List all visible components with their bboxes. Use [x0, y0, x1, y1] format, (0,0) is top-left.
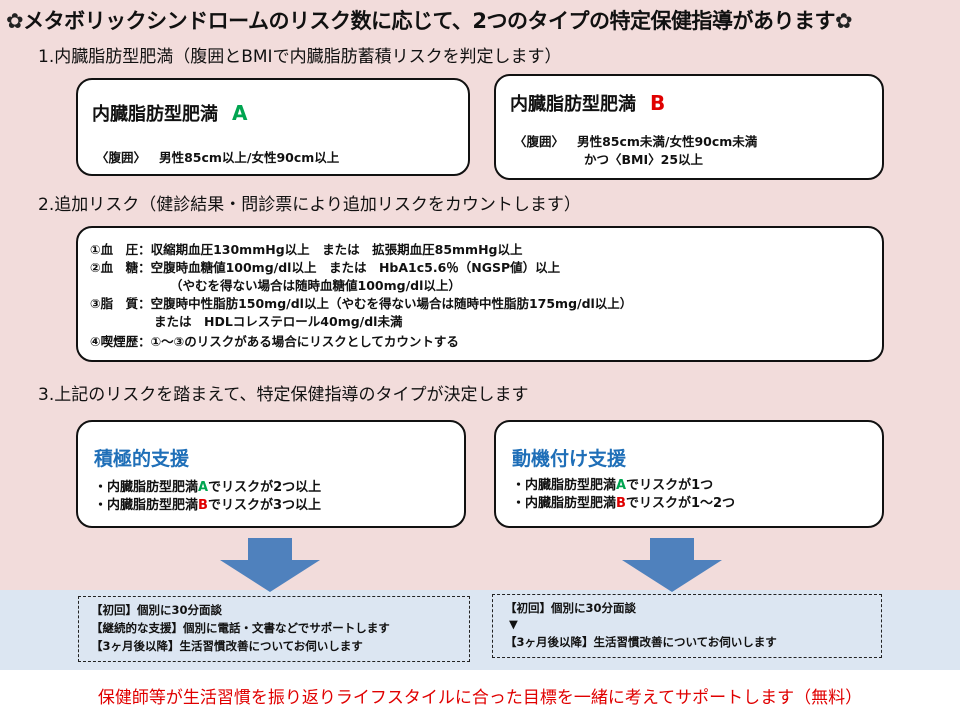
- motivation-support-box: 動機付け支援 ・内臓脂肪型肥満Aでリスクが1つ ・内臓脂肪型肥満Bでリスクが1～…: [494, 420, 884, 528]
- motivation-line-b-letter: B: [616, 496, 626, 511]
- box-a-title-text: 内臓脂肪型肥満: [92, 104, 218, 125]
- page-title: ✿メタボリックシンドロームのリスク数に応じて、2つのタイプの特定保健指導がありま…: [6, 4, 956, 38]
- risk-line-lipids-hdl: または HDLコレステロール40mg/dl未満: [154, 314, 403, 329]
- flower-icon: ✿: [835, 9, 853, 33]
- active-line-b-post: でリスクが3つ以上: [207, 498, 321, 513]
- section3-heading: 3.上記のリスクを踏まえて、特定保健指導のタイプが決定します: [38, 385, 529, 405]
- section2-heading: 2.追加リスク（健診結果・問診票により追加リスクをカウントします）: [38, 195, 581, 215]
- active-support-line-a: ・内臓脂肪型肥満Aでリスクが2つ以上: [94, 476, 321, 495]
- triangle-down-icon: ▼: [509, 617, 518, 631]
- box-b-letter: B: [650, 91, 666, 115]
- motivation-support-details: 【初回】個別に30分面談 ▼ 【3ヶ月後以降】生活習慣改善についてお伺いします: [492, 594, 882, 658]
- box-obesity-a: 内臓脂肪型肥満 A 〈腹囲〉 男性85cm以上/女性90cm以上: [76, 78, 470, 176]
- box-a-label: 〈腹囲〉: [96, 150, 147, 165]
- motivation-support-line-a: ・内臓脂肪型肥満Aでリスクが1つ: [512, 474, 713, 493]
- motivation-detail-followup: 【3ヶ月後以降】生活習慣改善についてお伺いします: [505, 635, 777, 649]
- motivation-line-b-pre: ・内臓脂肪型肥満: [512, 496, 617, 511]
- section1-heading: 1.内臓脂肪型肥満（腹囲とBMIで内臓脂肪蓄積リスクを判定します）: [38, 47, 562, 67]
- flower-icon: ✿: [6, 9, 24, 33]
- box-b-label: 〈腹囲〉: [514, 134, 565, 149]
- additional-risk-box: ①血 圧：収縮期血圧130mmHg以上 または 拡張期血圧85mmHg以上 ②血…: [76, 226, 884, 362]
- page-title-text: メタボリックシンドロームのリスク数に応じて、2つのタイプの特定保健指導があります: [23, 9, 836, 33]
- box-b-criteria-2: かつ〈BMI〉25以上: [584, 152, 704, 167]
- motivation-support-line-b: ・内臓脂肪型肥満Bでリスクが1～2つ: [512, 492, 735, 511]
- active-line-b-pre: ・内臓脂肪型肥満: [94, 498, 199, 513]
- motivation-support-title: 動機付け支援: [512, 448, 627, 470]
- risk-line-lipids: ③脂 質：空腹時中性脂肪150mg/dl以上（やむを得ない場合は随時中性脂肪17…: [90, 296, 633, 311]
- risk-line-blood-sugar-note: （やむを得ない場合は随時血糖値100mg/dl以上）: [170, 278, 461, 293]
- active-line-a-post: でリスクが2つ以上: [208, 480, 322, 495]
- active-line-b-letter: B: [198, 498, 208, 513]
- box-b-criteria-1: 男性85cm未満/女性90cm未満: [577, 134, 758, 149]
- box-a-criteria-text: 男性85cm以上/女性90cm以上: [159, 150, 340, 165]
- active-support-title: 積極的支援: [94, 448, 190, 470]
- footer-note: 保健師等が生活習慣を振り返りライフスタイルに合った目標を一緒に考えてサポートしま…: [97, 688, 863, 708]
- arrow-down-icon: [220, 538, 320, 592]
- active-support-box: 積極的支援 ・内臓脂肪型肥満Aでリスクが2つ以上 ・内臓脂肪型肥満Bでリスクが3…: [76, 420, 466, 528]
- active-detail-initial: 【初回】個別に30分面談: [91, 603, 223, 617]
- box-a-letter: A: [232, 101, 248, 125]
- box-b-title: 内臓脂肪型肥満 B: [510, 90, 665, 116]
- box-a-criteria: 〈腹囲〉 男性85cm以上/女性90cm以上: [96, 150, 339, 166]
- arrow-down-icon: [622, 538, 722, 592]
- box-a-title: 内臓脂肪型肥満 A: [92, 100, 247, 126]
- box-b-criteria: 〈腹囲〉 男性85cm未満/女性90cm未満: [514, 134, 757, 150]
- box-b-title-text: 内臓脂肪型肥満: [510, 94, 636, 115]
- blue-background: [0, 590, 960, 670]
- active-detail-followup: 【3ヶ月後以降】生活習慣改善についてお伺いします: [91, 639, 363, 653]
- motivation-line-b-post: でリスクが1～2つ: [625, 496, 736, 511]
- motivation-line-a-pre: ・内臓脂肪型肥満: [512, 478, 617, 493]
- risk-line-blood-pressure: ①血 圧：収縮期血圧130mmHg以上 または 拡張期血圧85mmHg以上: [90, 242, 523, 257]
- motivation-detail-initial: 【初回】個別に30分面談: [505, 601, 637, 615]
- active-line-a-letter: A: [198, 480, 209, 495]
- risk-line-smoking: ④喫煙歴：①～③のリスクがある場合にリスクとしてカウントする: [90, 334, 459, 349]
- box-obesity-b: 内臓脂肪型肥満 B 〈腹囲〉 男性85cm未満/女性90cm未満 かつ〈BMI〉2…: [494, 74, 884, 180]
- motivation-line-a-post: でリスクが1つ: [626, 478, 714, 493]
- active-support-line-b: ・内臓脂肪型肥満Bでリスクが3つ以上: [94, 494, 321, 513]
- active-support-details: 【初回】個別に30分面談 【継続的な支援】個別に電話・文書などでサポートします …: [78, 596, 470, 662]
- active-detail-continuous: 【継続的な支援】個別に電話・文書などでサポートします: [91, 621, 390, 635]
- motivation-line-a-letter: A: [616, 478, 627, 493]
- active-line-a-pre: ・内臓脂肪型肥満: [94, 480, 199, 495]
- risk-line-blood-sugar: ②血 糖：空腹時血糖値100mg/dl以上 または HbA1c5.6％（NGSP…: [90, 260, 561, 275]
